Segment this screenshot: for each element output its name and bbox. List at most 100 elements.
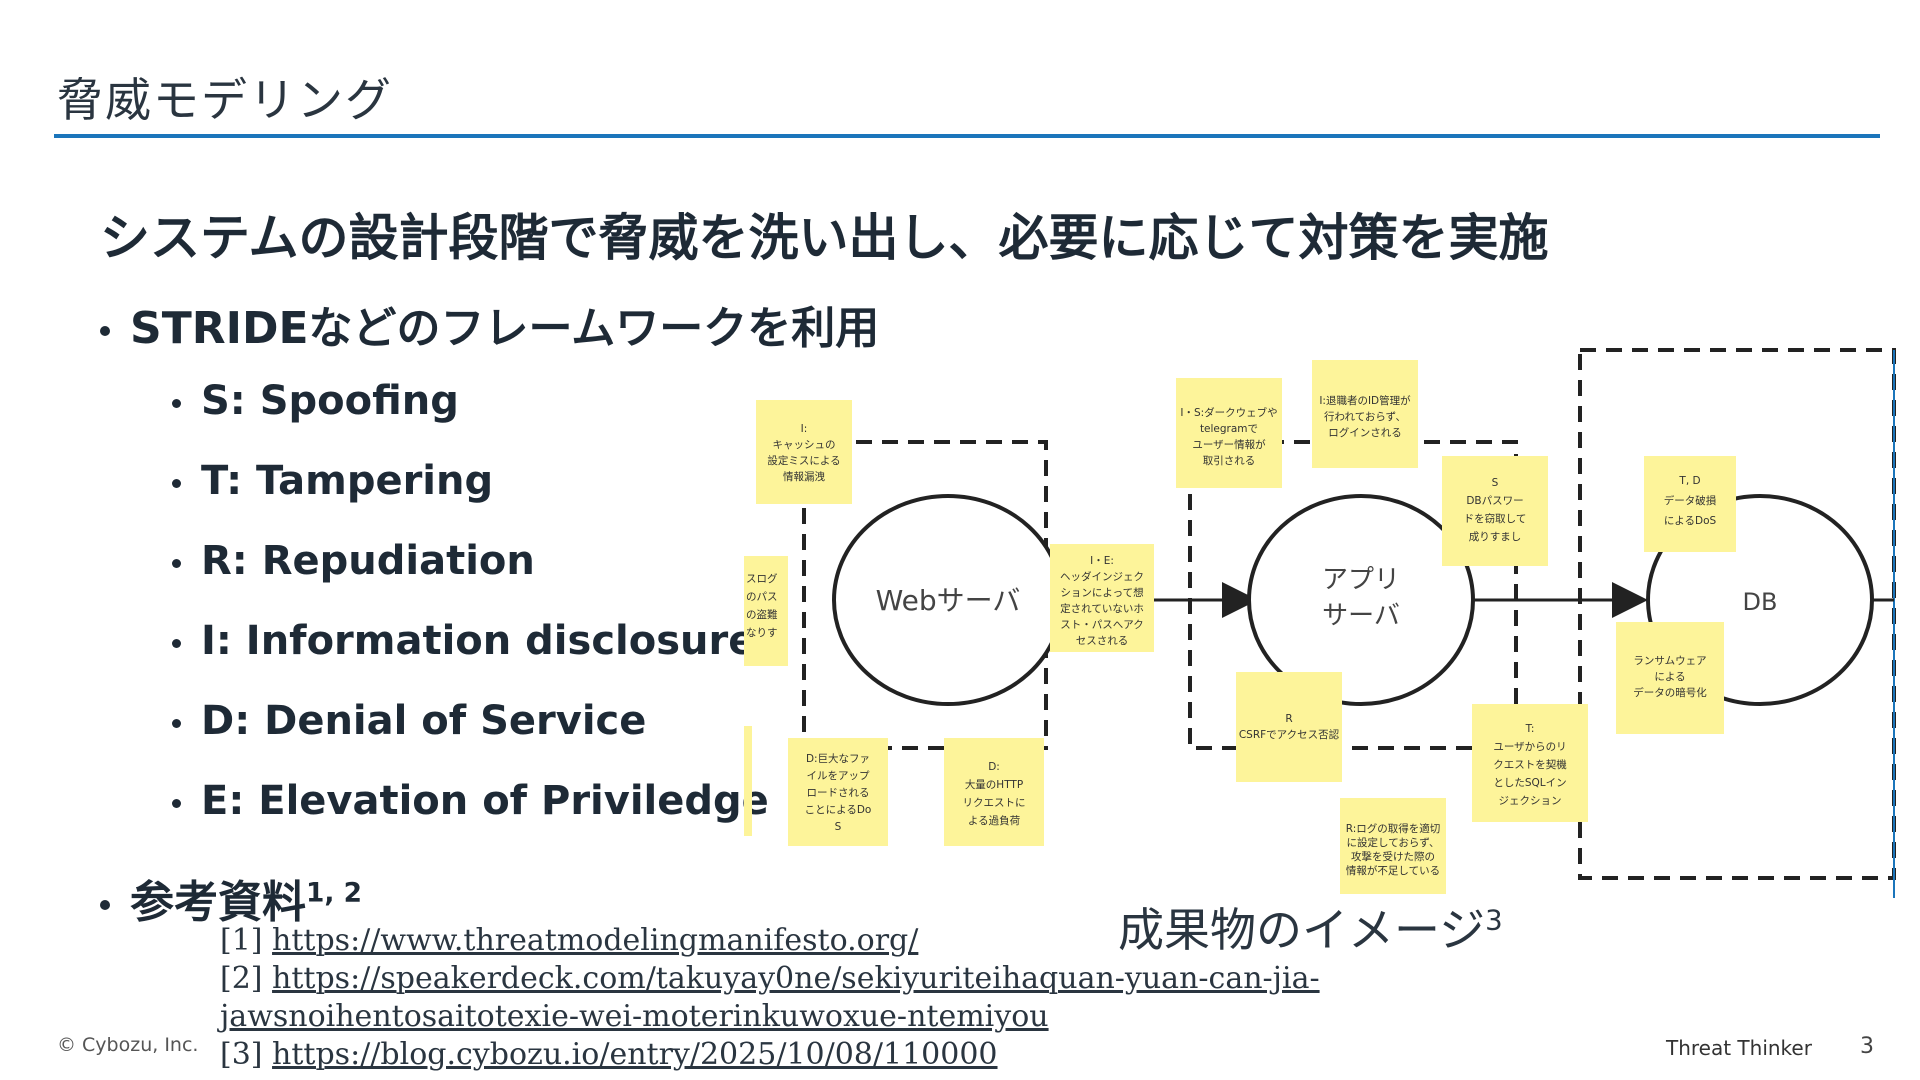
sticky-note-log-config: R:ログの取得を適切 に設定しておらず、 攻撃を受けた際の 情報が不足している (1340, 798, 1446, 894)
note-line: の盗難 (746, 608, 778, 621)
sticky-note-bg (1236, 672, 1342, 782)
sticky-note-bg (1050, 544, 1154, 652)
note-line: D:巨大なファ (806, 752, 870, 765)
note-line: CSRFでアクセス否認 (1239, 728, 1340, 741)
note-line: 情報が不足している (1346, 864, 1440, 877)
sticky-note-csrf: R CSRFでアクセス否認 (1236, 672, 1342, 782)
note-line: R (1285, 713, 1292, 725)
reference-link-2-cont[interactable]: jawsnoihentosaitotexie-wei-moterinkuwoxu… (220, 999, 1049, 1034)
reference-3: [3] https://blog.cybozu.io/entry/2025/10… (220, 1036, 1320, 1074)
note-line: ヘッダインジェク (1060, 570, 1144, 583)
bullet-stride-i: I: Information disclosure (172, 618, 755, 664)
bullet-references: 参考資料1, 2 (100, 866, 362, 930)
note-line: スト・パスへアク (1060, 619, 1143, 631)
note-line: S (1492, 477, 1499, 489)
sticky-note-bg (1472, 704, 1588, 822)
note-line: ログインされる (1328, 426, 1402, 439)
note-line: ユーザー情報が (1192, 438, 1266, 451)
reference-link-2[interactable]: https://speakerdeck.com/takuyay0ne/sekiy… (272, 961, 1320, 996)
sticky-note-bg (1644, 456, 1736, 552)
sticky-note-bg (1176, 378, 1282, 488)
note-line: T, D (1678, 475, 1700, 487)
sticky-note-bg (756, 400, 852, 504)
stride-item: E: Elevation of Priviledge (201, 778, 769, 824)
sticky-note-db-password: S DBパスワー ドを窃取して 成りすまし (1442, 456, 1548, 566)
note-line: ロードされる (807, 787, 870, 799)
page-number: 3 (1860, 1034, 1874, 1059)
note-line: なりす (746, 627, 778, 639)
reference-link-3[interactable]: https://blog.cybozu.io/entry/2025/10/08/… (272, 1037, 998, 1072)
sticky-note-header-injection: I・E: ヘッダインジェク ションによって想 定されていないホ スト・パスへアク… (1050, 544, 1154, 652)
app-server-node (1247, 494, 1475, 706)
note-line: データの暗号化 (1633, 686, 1707, 699)
bullet-dot (172, 398, 181, 408)
sticky-note-sql-injection: T: ユーザからのリ クエストを契機 としたSQLイン ジェクション (1472, 704, 1588, 822)
footer-copyright: © Cybozu, Inc. (57, 1034, 199, 1056)
sticky-note-bg (1442, 456, 1548, 566)
note-line: による (1654, 671, 1685, 683)
caption-sup: 3 (1485, 903, 1503, 937)
note-line: DBパスワー (1466, 495, 1523, 507)
stride-item: R: Repudiation (201, 538, 535, 584)
bullet-stride-r: R: Repudiation (172, 538, 535, 584)
note-line: T: (1525, 723, 1535, 735)
bullet-dot (100, 900, 110, 910)
bullet-stride-t: T: Tampering (172, 458, 493, 504)
note-line: R:ログの取得を適切 (1346, 822, 1441, 835)
bullet-dot (100, 326, 110, 336)
note-line: によるDoS (1664, 515, 1717, 527)
sticky-note-bg (744, 556, 788, 666)
note-line: 行われておらず、 (1324, 410, 1406, 423)
sticky-note-retired-id: I:退職者のID管理が 行われておらず、 ログインされる (1312, 360, 1418, 468)
slide-title: 脅威モデリング (57, 73, 393, 127)
slide-headline: システムの設計段階で脅威を洗い出し、必要に応じて対策を実施 (100, 209, 1549, 267)
threat-model-diagram: Webサーバ アプリ サーバ DB I: キャッシュの 設定ミスによる 情報漏洩… (744, 348, 1896, 898)
sticky-note-bg (944, 738, 1044, 846)
note-line: リクエストに (963, 797, 1026, 809)
sticky-note-large-file-dos: D:巨大なファ イルをアップ ロードされる ことによるDo S (788, 738, 888, 846)
note-line: クエストを契機 (1493, 758, 1567, 771)
note-line: I・E: (1090, 555, 1114, 567)
note-line: ユーザからのリ (1493, 741, 1566, 753)
note-line: 成りすまし (1469, 531, 1522, 543)
footer-brand: Threat Thinker (1666, 1036, 1812, 1060)
bullet-dot (172, 718, 181, 728)
note-line: S (835, 821, 842, 833)
reference-1: [1] https://www.threatmodelingmanifesto.… (220, 922, 1320, 960)
note-line: 設定ミスによる (767, 454, 840, 467)
bullet-stride-s: S: Spoofing (172, 378, 459, 424)
note-line: ジェクション (1499, 795, 1562, 807)
note-line: としたSQLイン (1493, 777, 1566, 789)
sticky-note-http-flood: D: 大量のHTTP リクエストに よる過負荷 (944, 738, 1044, 846)
note-line: ションによって想 (1060, 586, 1143, 599)
stride-item: T: Tampering (201, 458, 494, 504)
bullet-dot (172, 558, 181, 568)
note-line: 定されていないホ (1060, 602, 1144, 615)
sticky-note-ransomware: ランサムウェア による データの暗号化 (1616, 622, 1724, 734)
note-line: 大量のHTTP (965, 778, 1023, 791)
note-line: I・S:ダークウェブや (1180, 406, 1277, 419)
note-line: 攻撃を受けた際の (1351, 850, 1435, 863)
sticky-note-edge (744, 726, 752, 836)
stride-item: I: Information disclosure (201, 618, 756, 664)
references-sup: 1, 2 (306, 877, 362, 909)
note-line: I: (801, 423, 808, 435)
note-line: I:退職者のID管理が (1319, 394, 1411, 407)
bullet-stride-e: E: Elevation of Priviledge (172, 778, 769, 824)
note-line: D: (988, 761, 1000, 773)
sticky-note-bg (1340, 798, 1446, 894)
note-line: データ破損 (1664, 494, 1717, 507)
reference-list: [1] https://www.threatmodelingmanifesto.… (220, 922, 1320, 1074)
app-server-label-2: サーバ (1322, 601, 1400, 631)
sticky-note-dark-web: I・S:ダークウェブや telegramで ユーザー情報が 取引される (1176, 378, 1282, 488)
reference-link-1[interactable]: https://www.threatmodelingmanifesto.org/ (272, 923, 919, 958)
note-line: のパス (746, 591, 778, 603)
bullet-dot (172, 638, 181, 648)
note-line: ことによるDo (805, 804, 872, 816)
db-label: DB (1743, 588, 1778, 616)
sticky-note-bg (1312, 360, 1418, 468)
note-line: telegramで (1200, 423, 1258, 435)
bullet-dot (172, 478, 181, 488)
note-line: 情報漏洩 (783, 470, 825, 483)
bullet-dot (172, 798, 181, 808)
